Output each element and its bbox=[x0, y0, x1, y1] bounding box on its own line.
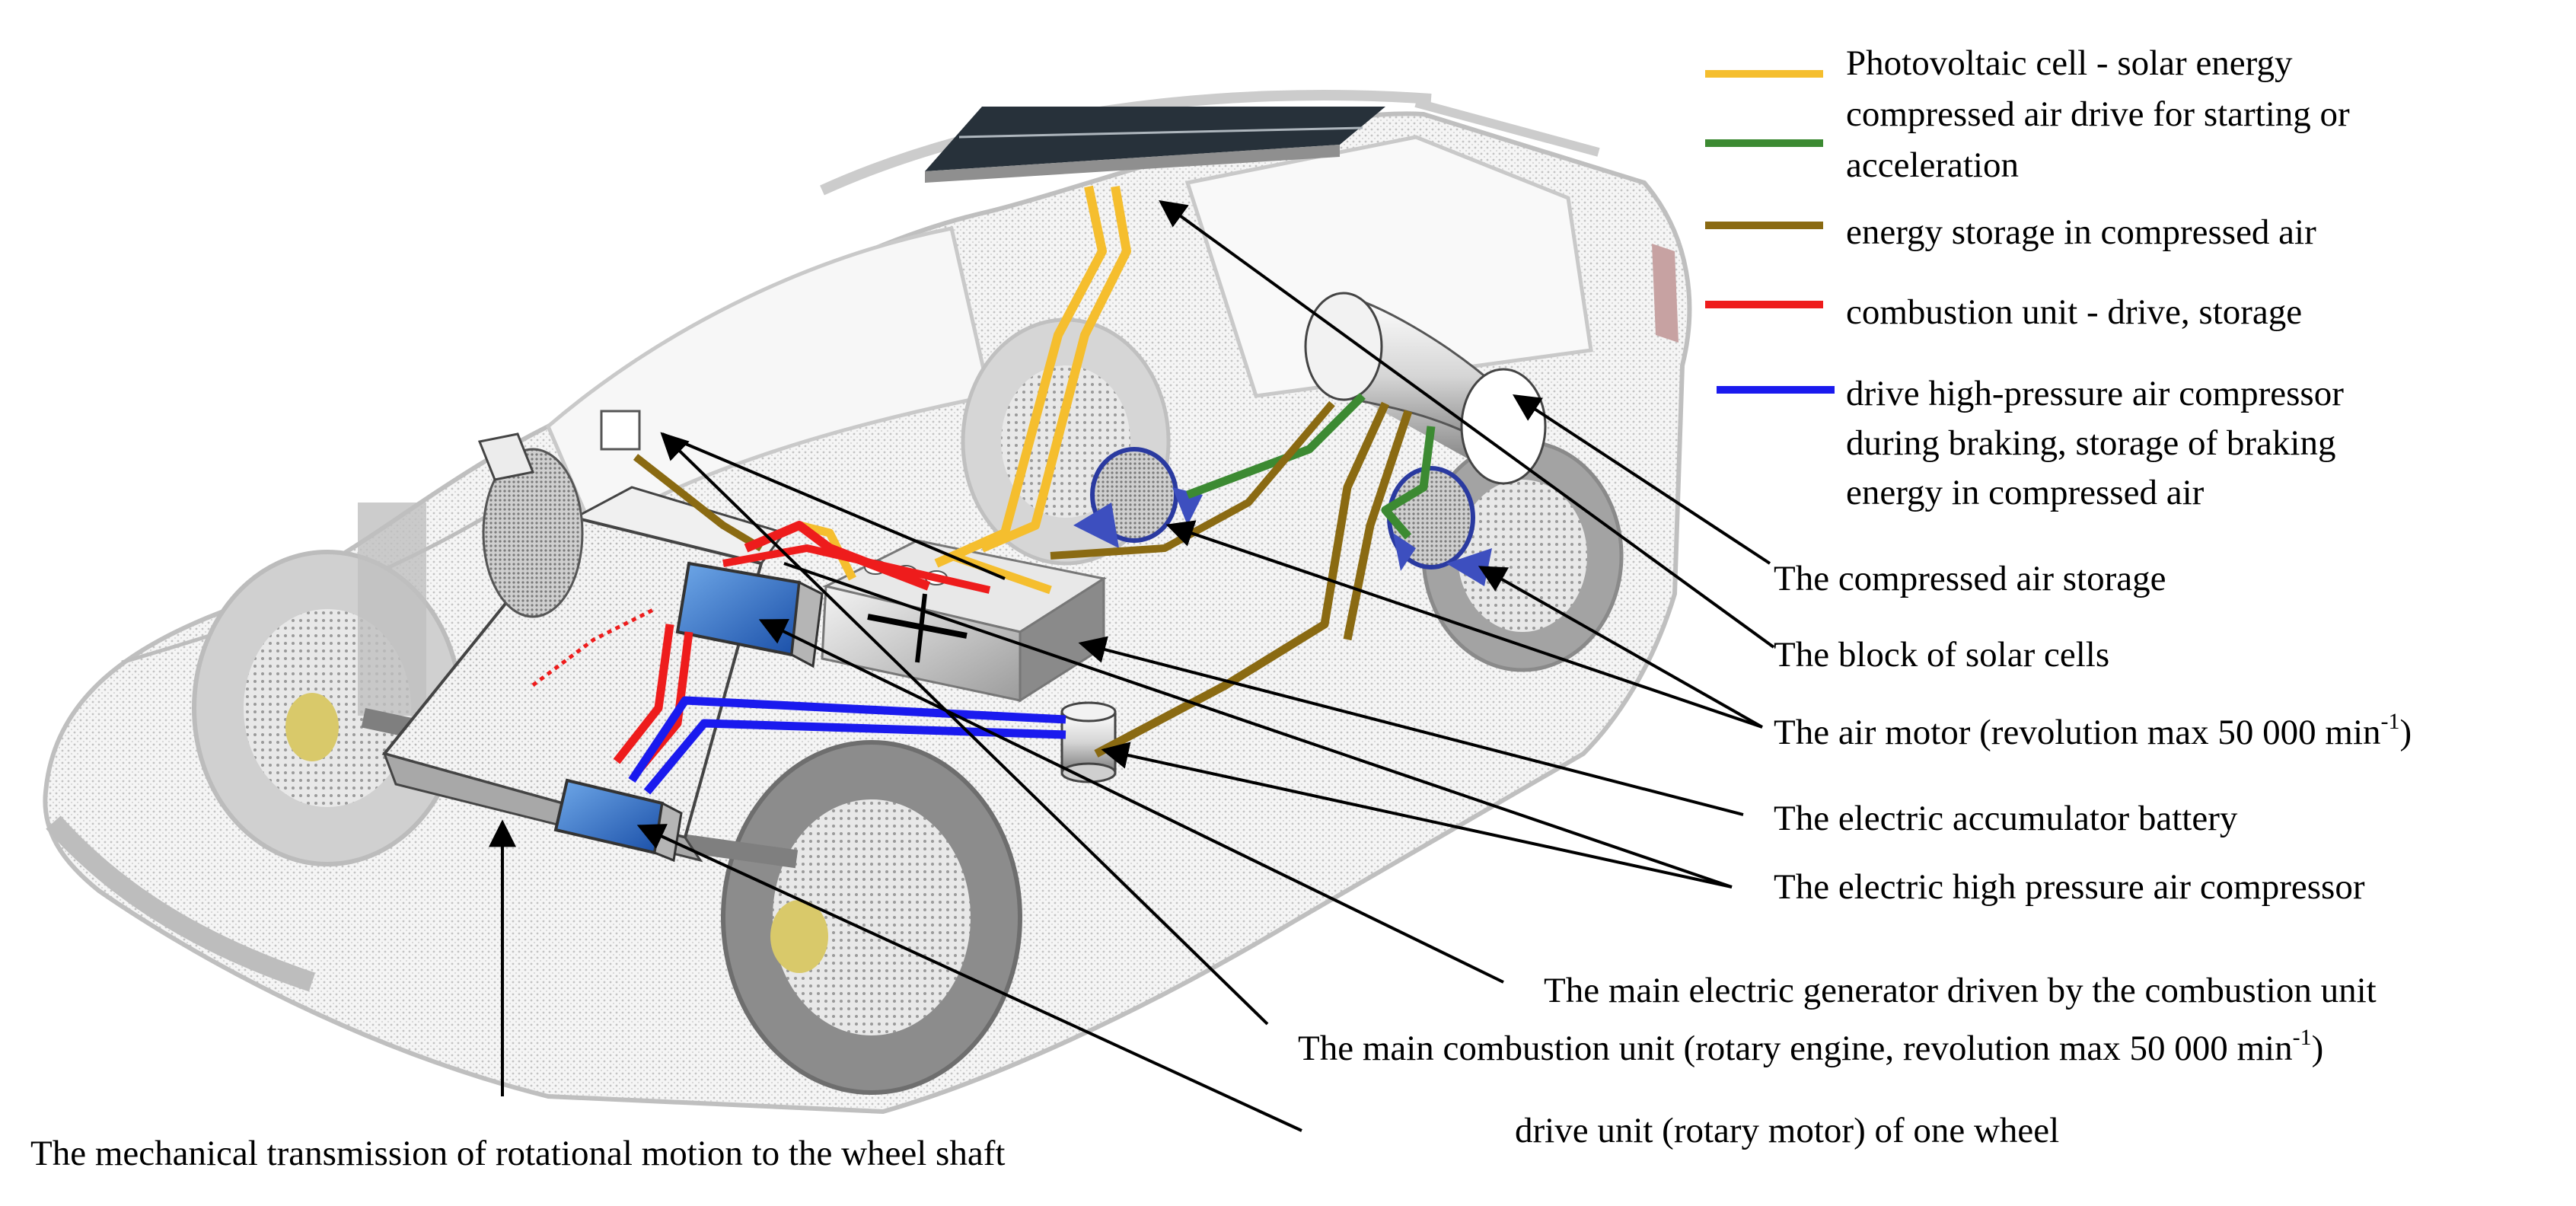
compressor-line bbox=[628, 696, 1066, 783]
svg-text:acceleration: acceleration bbox=[1846, 145, 2019, 185]
windshield bbox=[545, 226, 993, 536]
air-storage-line bbox=[1094, 401, 1390, 758]
label-air-motor-close: ) bbox=[2400, 713, 2412, 752]
svg-text:The electric accumulator batte: The electric accumulator battery bbox=[1774, 799, 2238, 838]
arrow-battery bbox=[1078, 636, 1744, 816]
legend-text: drive high-pressure air compressor bbox=[1846, 374, 2344, 413]
legend-text: during braking, storage of braking bbox=[1846, 423, 2335, 463]
legend-text: compressed air drive for starting or bbox=[1846, 94, 2350, 134]
roof-rail bbox=[1414, 98, 1600, 157]
combustion-line bbox=[722, 544, 991, 594]
svg-text:The air motor (revolution max: The air motor (revolution max 50 000 min… bbox=[1774, 709, 2412, 752]
legend-item-solar: Photovoltaic cell - solar energy bbox=[1705, 43, 2293, 83]
car-illustration bbox=[43, 90, 1692, 1115]
label-air-motor: The air motor (revolution max 50 000 min bbox=[1774, 713, 2381, 752]
callout-arrows bbox=[489, 199, 1775, 1132]
legend-item-air-storage: energy storage in compressed air bbox=[1705, 212, 2316, 252]
legend-item-compressed-air-drive: compressed air drive for starting or acc… bbox=[1705, 94, 2350, 185]
compressed-air-drive-line bbox=[1186, 393, 1366, 499]
legend-text: acceleration bbox=[1846, 145, 2019, 185]
legend-item-compressor: drive high-pressure air compressor durin… bbox=[1717, 374, 2344, 512]
legend-text: Photovoltaic cell - solar energy bbox=[1846, 43, 2293, 83]
svg-text:compressed air drive for start: compressed air drive for starting or bbox=[1846, 94, 2350, 134]
air-storage-line bbox=[1343, 410, 1413, 641]
solar-energy-line bbox=[934, 185, 1107, 568]
solar-energy-line bbox=[980, 185, 1131, 553]
combustion-line-dotted bbox=[531, 607, 656, 687]
arrow-air-motor-2 bbox=[1478, 566, 1763, 729]
label-battery: The electric accumulator battery bbox=[1774, 799, 2238, 838]
svg-text:The electric high pressure air: The electric high pressure air compresso… bbox=[1774, 867, 2365, 907]
label-generator: The main electric generator driven by th… bbox=[1544, 971, 2377, 1010]
axle-shaft bbox=[652, 830, 799, 869]
air-storage-line bbox=[1050, 400, 1335, 560]
arrow-combustion-top bbox=[662, 432, 1006, 580]
svg-text:energy in compressed air: energy in compressed air bbox=[1846, 473, 2205, 512]
label-compressor: The electric high pressure air compresso… bbox=[1774, 867, 2365, 907]
tail-light bbox=[1652, 244, 1679, 343]
svg-text:The block of solar cells: The block of solar cells bbox=[1774, 635, 2109, 675]
air-storage-tank bbox=[1304, 292, 1547, 485]
label-transmission: The mechanical transmission of rotationa… bbox=[30, 1134, 1005, 1173]
arrow-air-storage bbox=[1512, 394, 1771, 565]
svg-text:The compressed air storage: The compressed air storage bbox=[1774, 559, 2166, 598]
label-air-storage: The compressed air storage bbox=[1774, 559, 2166, 598]
svg-text:combustion unit - drive, stora: combustion unit - drive, storage bbox=[1846, 292, 2302, 332]
labels: The compressed air storage The block of … bbox=[30, 559, 2412, 1173]
svg-text:drive high-pressure air compre: drive high-pressure air compressor bbox=[1846, 374, 2344, 413]
arrow-compressor-2 bbox=[783, 562, 1733, 889]
air-motor-rear-left bbox=[1073, 447, 1203, 548]
combustion-line bbox=[613, 624, 674, 764]
arrow-combustion bbox=[660, 432, 1269, 1026]
compressor-line bbox=[643, 719, 1066, 795]
svg-text:during braking, storage of bra: during braking, storage of braking bbox=[1846, 423, 2335, 463]
legend-text: combustion unit - drive, storage bbox=[1846, 292, 2302, 332]
svg-text:The main electric generator dr: The main electric generator driven by th… bbox=[1544, 971, 2377, 1010]
front-suspension bbox=[358, 502, 426, 716]
arrow-generator bbox=[758, 619, 1504, 984]
front-right-wheel bbox=[721, 740, 1022, 1095]
arrow-solar-block bbox=[1159, 199, 1775, 649]
arrow-wheel-drive bbox=[636, 824, 1302, 1132]
bumper bbox=[46, 815, 316, 992]
solar-panel bbox=[925, 107, 1385, 183]
arrow-air-motor-1 bbox=[1165, 520, 1763, 729]
svg-text:drive unit (rotary motor) of o: drive unit (rotary motor) of one wheel bbox=[1515, 1111, 2059, 1150]
label-wheel-drive: drive unit (rotary motor) of one wheel bbox=[1515, 1111, 2059, 1150]
air-storage-line bbox=[633, 454, 764, 552]
svg-text:The main combustion unit (rota: The main combustion unit (rotary engine,… bbox=[1298, 1025, 2323, 1068]
legend-text: energy in compressed air bbox=[1846, 473, 2205, 512]
legend-item-combustion: combustion unit - drive, storage bbox=[1705, 292, 2302, 332]
label-combustion: The main combustion unit (rotary engine,… bbox=[1298, 1029, 2293, 1068]
label-combustion-close: ) bbox=[2312, 1029, 2324, 1068]
legend: Photovoltaic cell - solar energy compres… bbox=[1705, 43, 2350, 512]
label-solar-block: The block of solar cells bbox=[1774, 635, 2109, 675]
svg-text:Photovoltaic cell - solar ener: Photovoltaic cell - solar energy bbox=[1846, 43, 2293, 83]
side-window bbox=[1184, 135, 1593, 398]
svg-text:The mechanical transmission of: The mechanical transmission of rotationa… bbox=[30, 1134, 1005, 1173]
label-air-motor-superscript: -1 bbox=[2381, 709, 2400, 734]
legend-text: energy storage in compressed air bbox=[1846, 212, 2316, 252]
label-combustion-superscript: -1 bbox=[2293, 1025, 2312, 1050]
svg-text:energy storage in compressed a: energy storage in compressed air bbox=[1846, 212, 2316, 252]
arrow-compressor-1 bbox=[1101, 742, 1733, 889]
compressed-air-drive-line bbox=[1381, 426, 1436, 540]
